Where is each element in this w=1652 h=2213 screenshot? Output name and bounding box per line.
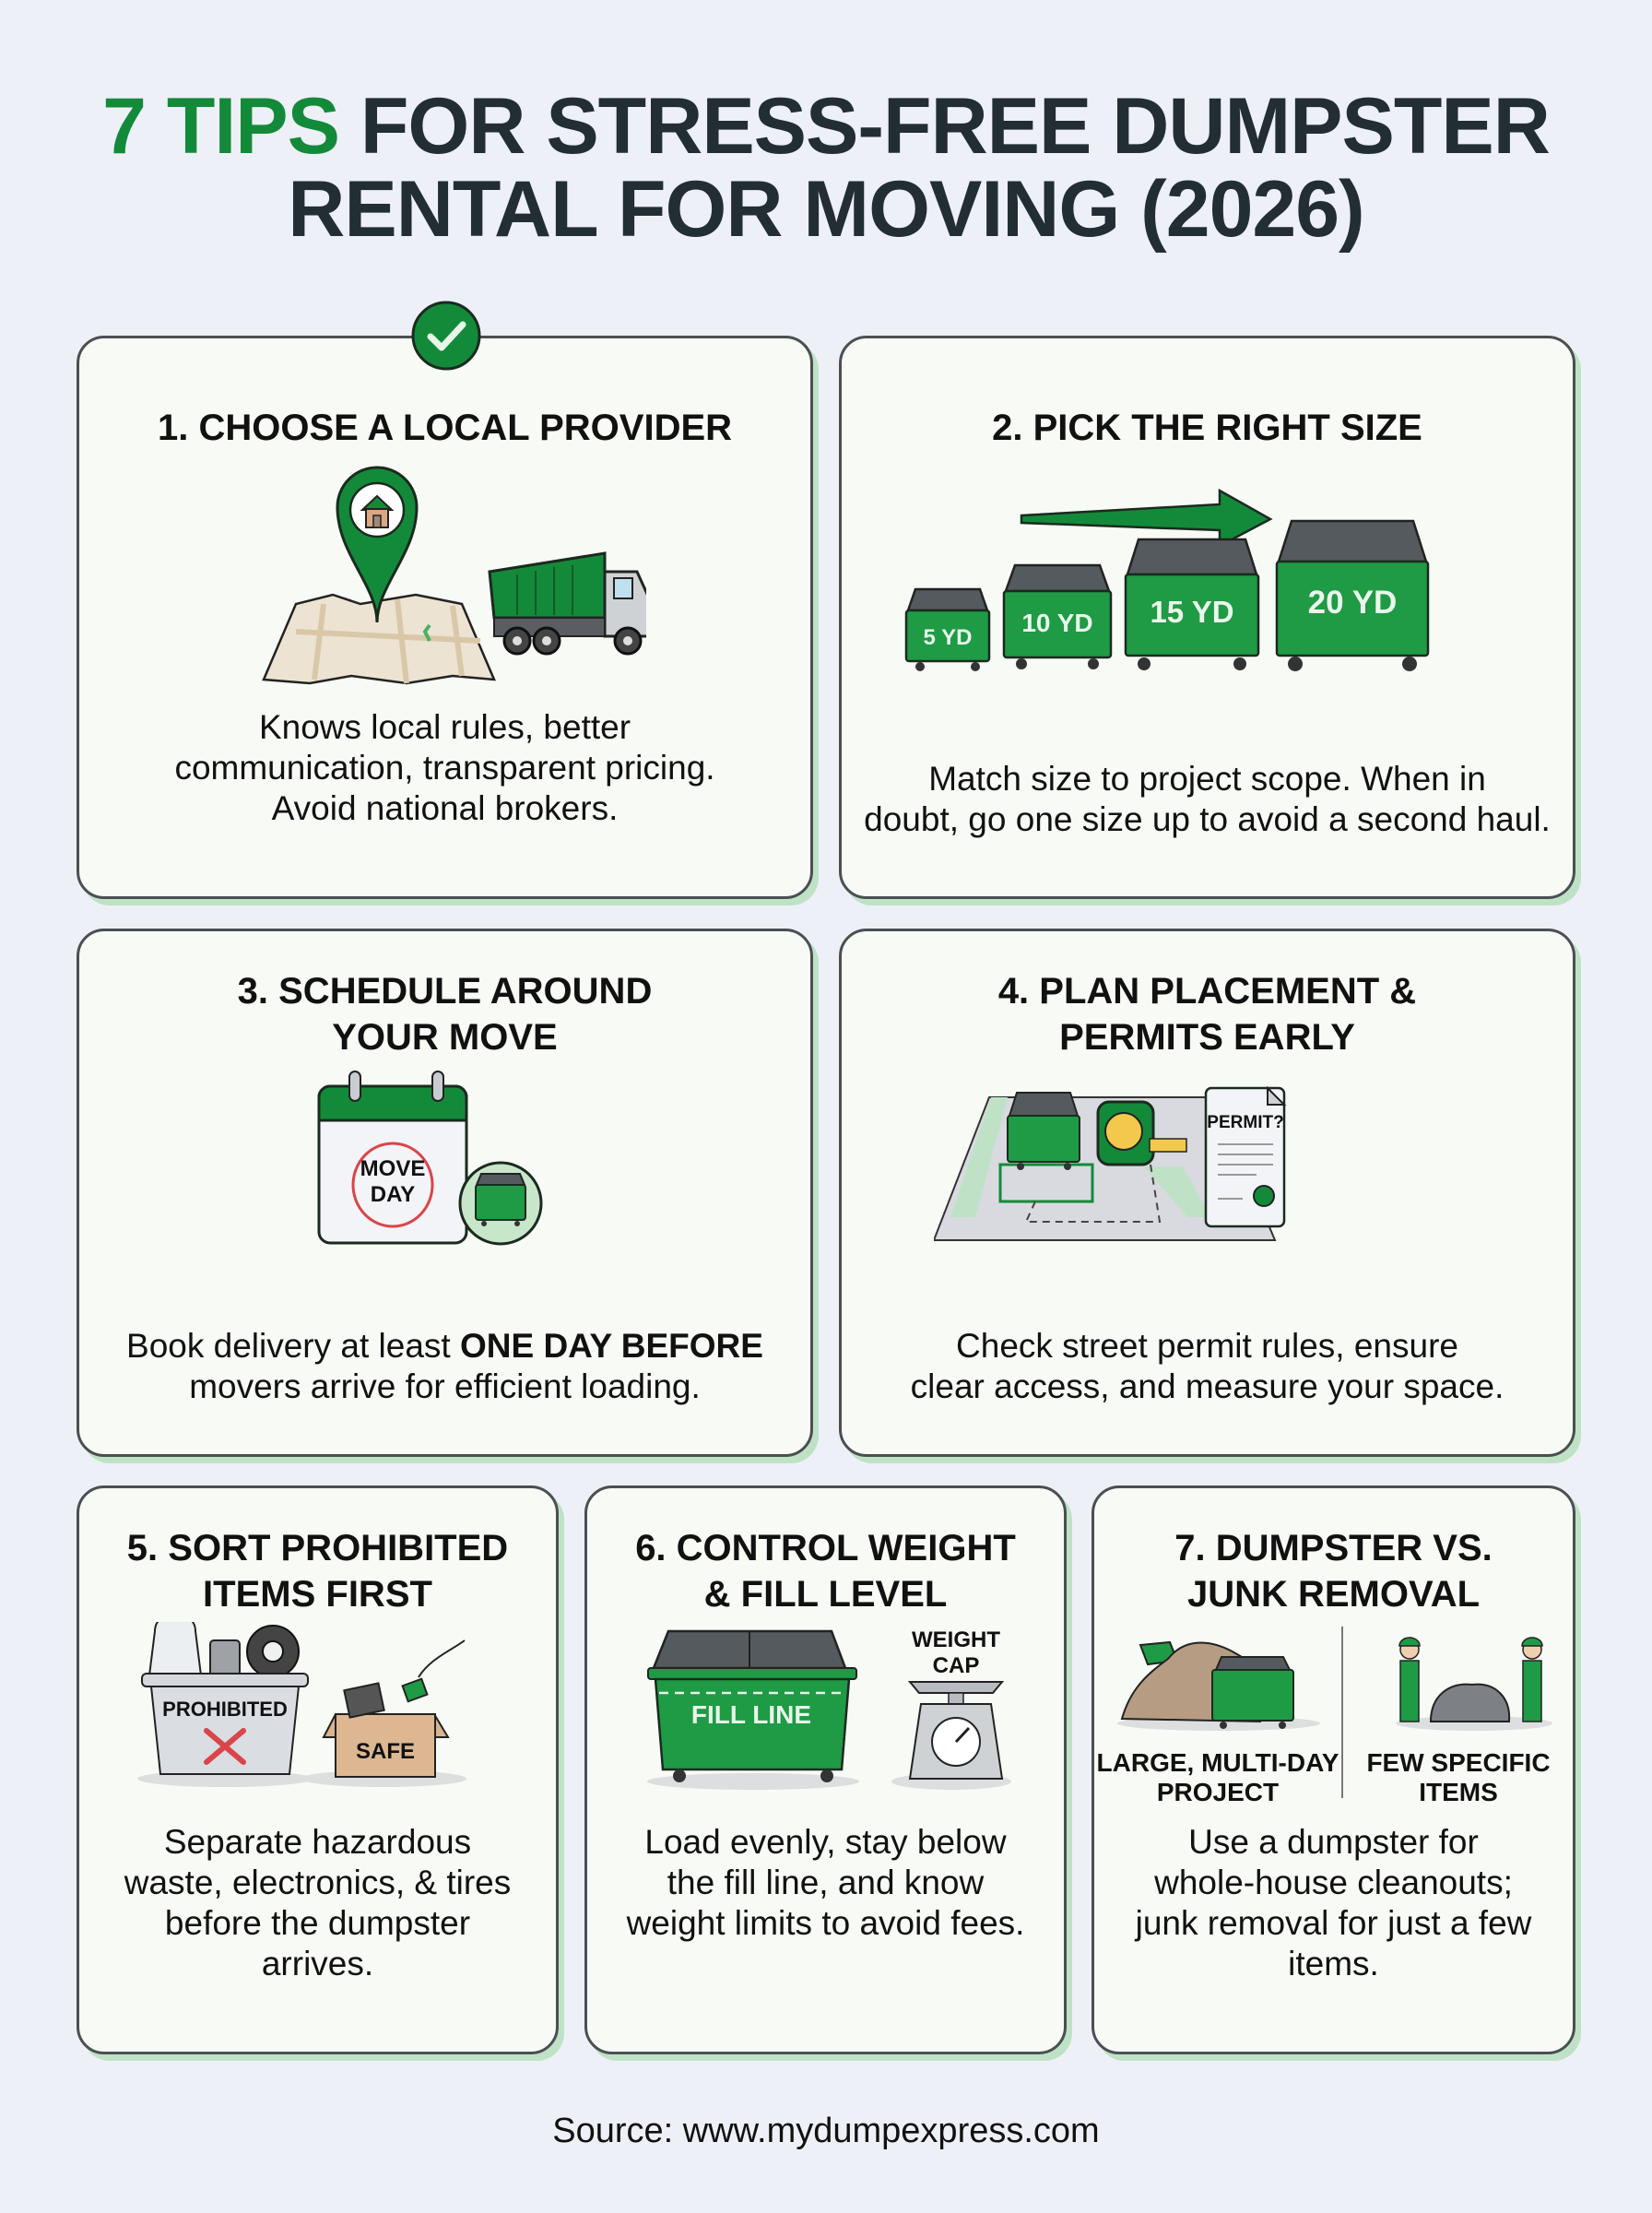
svg-text:10 YD: 10 YD [1021,609,1092,637]
placement-permit-icon: PERMIT? [934,1085,1287,1241]
title-line2: RENTAL FOR MOVING (2026) [288,165,1364,254]
svg-text:SAFE: SAFE [356,1739,415,1764]
junk-removal-use-label: FEW SPECIFIC ITEMS [1366,1748,1551,1806]
tip-card-5: 5. SORT PROHIBITED ITEMS FIRST PROHIBITE… [77,1485,559,2054]
tip-2-title: 2. PICK THE RIGHT SIZE [992,408,1422,448]
dumpster-sizes-icon: 5 YD 10 YD 15 YD 20 YD [904,488,1430,671]
tip-card-3: 3. SCHEDULE AROUND YOUR MOVE MOVE DAY Bo… [77,929,813,1457]
svg-text:FILL LINE: FILL LINE [691,1700,811,1729]
calendar-icon: MOVE DAY [317,1071,543,1246]
svg-text:DAY: DAY [371,1182,415,1207]
tip-1-body: Knows local rules, better communication,… [174,708,715,827]
dumpster-vs-junk-icon [1117,1637,1552,1731]
tip-6-title: 6. CONTROL WEIGHT & FILL LEVEL [635,1528,1016,1615]
tip-card-1: 1. CHOOSE A LOCAL PROVIDER Knows local r… [77,336,813,899]
tip-card-4: 4. PLAN PLACEMENT & PERMITS EARLY PERMIT… [839,929,1575,1457]
tip-7-title: 7. DUMPSTER VS. JUNK REMOVAL [1174,1528,1493,1615]
svg-text:WEIGHT: WEIGHT [912,1627,1000,1652]
tip-1-title: 1. CHOOSE A LOCAL PROVIDER [157,408,733,448]
tip-3-title: 3. SCHEDULE AROUND YOUR MOVE [237,971,653,1058]
fill-line-scale-icon: FILL LINE WEIGHT CAP [647,1627,1011,1790]
svg-text:CAP: CAP [933,1653,980,1678]
comparison-divider [1341,1627,1343,1798]
tip-6-body: Load evenly, stay below the fill line, a… [626,1823,1025,1942]
svg-text:15 YD: 15 YD [1150,595,1233,629]
dumpster-use-label: LARGE, MULTI-DAY PROJECT [1096,1748,1339,1806]
svg-text:5 YD: 5 YD [924,625,973,650]
tip-4-body: Check street permit rules, ensure clear … [910,1327,1504,1405]
tip-5-title: 5. SORT PROHIBITED ITEMS FIRST [126,1528,509,1615]
tip-4-title: 4. PLAN PLACEMENT & PERMITS EARLY [997,971,1417,1058]
tip-2-body: Match size to project scope. When in dou… [864,760,1551,838]
source-credit: Source: www.mydumpexpress.com [552,2112,1100,2150]
title-line1: FOR STRESS-FREE DUMPSTER [339,82,1551,171]
page-title: 7 TIPS FOR STRESS-FREE DUMPSTER RENTAL F… [0,85,1652,251]
tip-card-2: 2. PICK THE RIGHT SIZE 5 YD 10 YD 15 YD … [839,336,1575,899]
tip-card-6: 6. CONTROL WEIGHT & FILL LEVEL FILL LINE… [584,1485,1067,2054]
sorting-bins-icon: PROHIBITED SAFE [137,1622,466,1787]
tip-card-7: 7. DUMPSTER VS. JUNK REMOVAL LARGE, MULT… [1092,1485,1575,2054]
svg-text:PROHIBITED: PROHIBITED [162,1698,288,1721]
svg-text:PERMIT?: PERMIT? [1207,1113,1283,1132]
check-icon [411,301,481,371]
tip-5-body: Separate hazardous waste, electronics, &… [124,1823,512,1982]
title-accent: 7 TIPS [102,82,340,171]
tip-7-body: Use a dumpster for whole-house cleanouts… [1135,1823,1532,1982]
map-pin-truck-icon [262,466,646,685]
svg-text:MOVE: MOVE [360,1156,426,1181]
tip-3-body: Book delivery at least ONE DAY BEFORE mo… [126,1327,763,1405]
svg-text:20 YD: 20 YD [1308,585,1398,621]
